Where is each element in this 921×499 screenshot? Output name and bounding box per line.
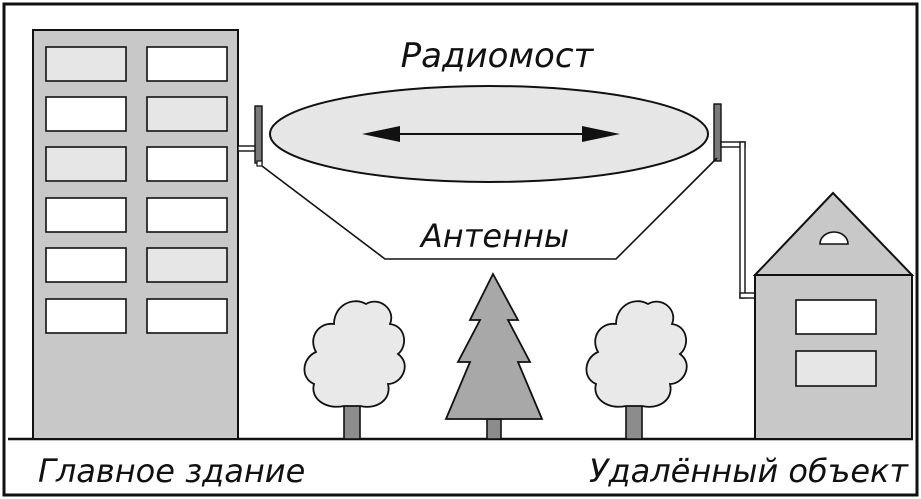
antennas-callout	[261, 157, 718, 260]
main-building-body	[32, 29, 239, 440]
window	[45, 46, 127, 82]
attic-window	[819, 231, 849, 245]
tree-crown	[585, 300, 688, 408]
left-deciduous-tree	[303, 300, 406, 440]
arrow-head-left-icon	[362, 126, 400, 142]
spruce-tree	[444, 272, 544, 440]
window	[146, 197, 228, 233]
remote-object-label: Удалённый объект	[589, 452, 909, 490]
right-antenna-mast	[739, 141, 746, 299]
window	[45, 298, 127, 334]
main-building	[32, 29, 239, 440]
main-building-label: Главное здание	[38, 452, 305, 490]
right-antenna-dish	[713, 103, 722, 162]
window	[45, 96, 127, 132]
tree-trunk	[486, 418, 502, 440]
right-deciduous-tree	[585, 300, 688, 440]
main-building-windows	[45, 46, 228, 334]
window	[146, 46, 228, 82]
left-antenna-dish	[254, 105, 263, 164]
radio-bridge-link	[269, 85, 709, 183]
right-antenna-mast-foot	[739, 292, 756, 299]
window	[45, 146, 127, 182]
tree-crown	[303, 300, 406, 408]
spruce-crown	[444, 272, 544, 420]
antennas-callout-line	[261, 157, 718, 260]
antennas-label: Антенны	[419, 217, 569, 255]
window	[45, 197, 127, 233]
tree-trunk	[625, 403, 643, 440]
arrow-head-right-icon	[582, 126, 620, 142]
remote-house	[752, 191, 915, 440]
left-antenna-bracket	[237, 145, 257, 152]
window	[45, 247, 127, 283]
left-antenna	[237, 105, 263, 167]
house-window-bottom	[795, 350, 877, 387]
window	[146, 146, 228, 182]
left-antenna-connector	[256, 160, 263, 167]
window	[146, 96, 228, 132]
tree-trunk	[343, 403, 361, 440]
window	[146, 247, 228, 283]
house-window-top	[795, 299, 877, 335]
window	[146, 298, 228, 334]
radio-bridge-label: Радиомост	[401, 36, 595, 76]
